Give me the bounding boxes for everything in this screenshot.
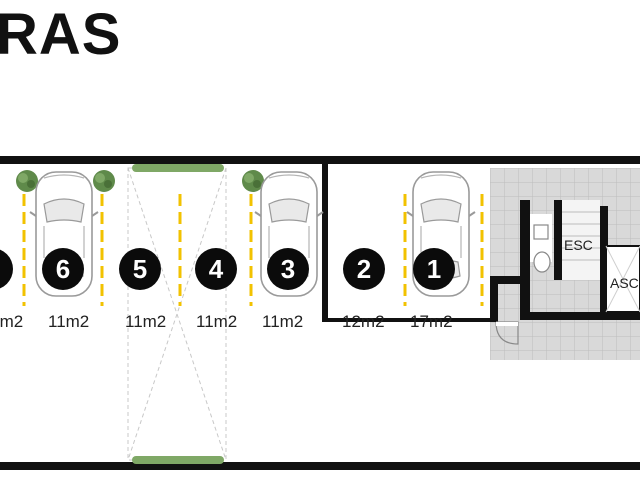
space-badge-2: 2	[343, 248, 385, 290]
space-area-3: 11m2	[262, 312, 303, 331]
tree-icon	[93, 170, 115, 192]
svg-text:4: 4	[209, 254, 224, 284]
space-badge-5: 5	[119, 248, 161, 290]
space-area-2: 12m2	[342, 312, 385, 331]
stairs-label: ESC	[564, 237, 593, 253]
planter-bottom	[132, 456, 224, 464]
space-area-5: 11m2	[125, 312, 166, 331]
svg-text:2: 2	[357, 254, 371, 284]
svg-text:6: 6	[56, 254, 70, 284]
svg-text:5: 5	[133, 254, 147, 284]
space-badge-4: 4	[195, 248, 237, 290]
partition-wall	[322, 160, 328, 322]
bottom-wall	[0, 462, 640, 470]
top-wall	[0, 156, 640, 164]
space-area-1: 17m2	[410, 312, 453, 331]
space-badge-3: 3	[267, 248, 309, 290]
space-badge-7: 7	[0, 249, 13, 289]
space-area-6: 11m2	[48, 312, 89, 331]
plan-title: RAS	[0, 2, 122, 67]
svg-text:3: 3	[281, 254, 295, 284]
space-area-7: 11m2	[0, 312, 23, 331]
building-core	[490, 168, 640, 360]
space-badge-6: 6	[42, 248, 84, 290]
space-area-4: 11m2	[196, 312, 237, 331]
elevator-label: ASC	[610, 275, 639, 291]
space-badge-1: 1	[413, 248, 455, 290]
partition-base	[322, 318, 492, 322]
planter-top	[132, 164, 224, 172]
tree-icon	[16, 170, 38, 192]
svg-text:1: 1	[427, 254, 441, 284]
